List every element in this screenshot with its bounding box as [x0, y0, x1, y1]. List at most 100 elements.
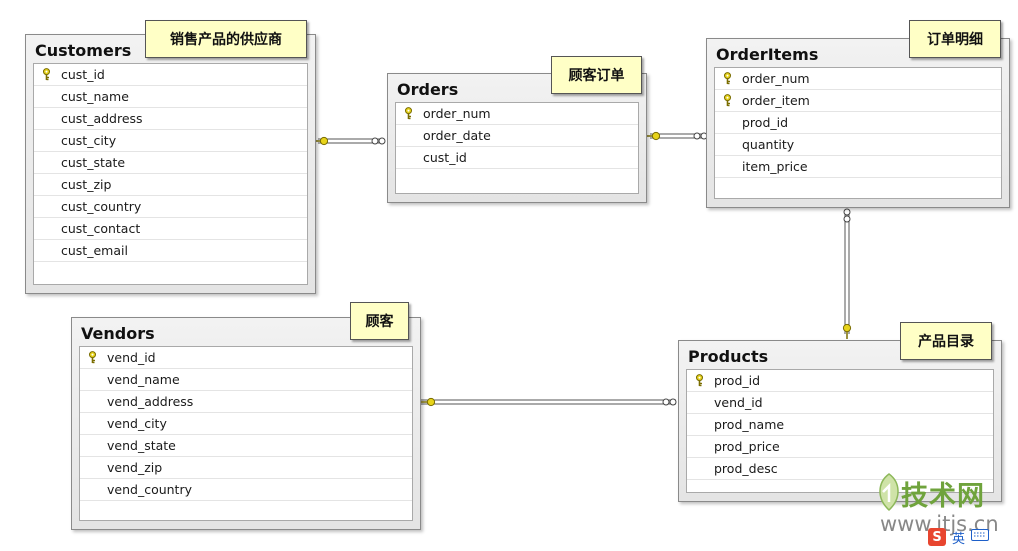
field-name: order_num	[423, 106, 491, 121]
field-row[interactable]: order_item	[715, 90, 1001, 112]
field-name: quantity	[742, 137, 795, 152]
watermark-brand: 技术网	[901, 481, 985, 512]
relationship-orders-orderitems	[645, 131, 708, 141]
field-name: cust_address	[61, 111, 143, 126]
annotation-customers: 销售产品的供应商	[145, 20, 307, 58]
field-name: vend_id	[714, 395, 763, 410]
row-selector	[34, 108, 58, 129]
field-name: prod_id	[714, 373, 761, 388]
infinity-end-icon	[843, 208, 851, 223]
field-row[interactable]: cust_state	[34, 152, 307, 174]
field-name: order_num	[742, 71, 810, 86]
row-selector	[80, 435, 104, 456]
field-row[interactable]: cust_country	[34, 196, 307, 218]
field-name: vend_city	[107, 416, 167, 431]
field-name: cust_state	[61, 155, 126, 170]
field-row[interactable]: cust_address	[34, 108, 307, 130]
row-selector	[687, 414, 711, 435]
field-row[interactable]: prod_id	[687, 370, 993, 392]
row-selector	[715, 112, 739, 133]
key-end-icon	[842, 323, 852, 339]
row-selector	[396, 125, 420, 146]
table-title: Customers	[35, 41, 132, 60]
field-name: prod_desc	[714, 461, 778, 476]
ime-indicator[interactable]: S 英	[928, 526, 990, 548]
row-selector	[80, 369, 104, 390]
infinity-end-icon	[662, 398, 677, 406]
relationship-orderitems-products	[842, 208, 852, 339]
field-name: vend_name	[107, 372, 180, 387]
field-row[interactable]: vend_address	[80, 391, 412, 413]
field-row[interactable]: vend_state	[80, 435, 412, 457]
field-row[interactable]: cust_email	[34, 240, 307, 262]
field-name: vend_state	[107, 438, 176, 453]
row-selector	[80, 391, 104, 412]
field-row[interactable]: vend_id	[80, 347, 412, 369]
key-icon	[715, 90, 739, 111]
field-row[interactable]: prod_id	[715, 112, 1001, 134]
key-icon	[715, 68, 739, 89]
field-row[interactable]: cust_id	[396, 147, 638, 169]
row-selector	[34, 240, 58, 261]
row-selector	[34, 130, 58, 151]
table-products[interactable]: Products prod_id vend_id prod_name prod_pri…	[678, 340, 1002, 502]
relationship-vendors-products	[420, 397, 677, 407]
field-name: prod_id	[742, 115, 789, 130]
field-row[interactable]: item_price	[715, 156, 1001, 178]
field-row[interactable]: prod_desc	[687, 458, 993, 480]
table-title: Vendors	[81, 324, 155, 343]
field-name: cust_city	[61, 133, 117, 148]
field-row[interactable]: vend_city	[80, 413, 412, 435]
row-selector	[34, 196, 58, 217]
row-selector	[687, 436, 711, 457]
table-title: Products	[688, 347, 769, 366]
field-row[interactable]: cust_contact	[34, 218, 307, 240]
field-row[interactable]: cust_name	[34, 86, 307, 108]
field-row[interactable]: quantity	[715, 134, 1001, 156]
field-name: order_date	[423, 128, 491, 143]
field-row[interactable]: vend_zip	[80, 457, 412, 479]
field-row[interactable]: cust_id	[34, 64, 307, 86]
field-row[interactable]: vend_id	[687, 392, 993, 414]
field-row[interactable]: vend_country	[80, 479, 412, 501]
row-selector	[80, 413, 104, 434]
field-name: prod_price	[714, 439, 780, 454]
field-row[interactable]: order_num	[396, 103, 638, 125]
annotation-products: 产品目录	[900, 322, 992, 360]
row-selector	[687, 458, 711, 479]
row-selector	[34, 152, 58, 173]
field-row[interactable]: prod_name	[687, 414, 993, 436]
field-name: vend_zip	[107, 460, 163, 475]
field-name: vend_address	[107, 394, 194, 409]
relationship-customers-orders	[314, 136, 386, 146]
annotation-orderitems: 订单明细	[909, 20, 1001, 58]
row-selector	[34, 86, 58, 107]
field-row[interactable]: order_date	[396, 125, 638, 147]
field-name: cust_id	[423, 150, 467, 165]
field-name: vend_id	[107, 350, 156, 365]
row-selector	[80, 457, 104, 478]
row-selector	[715, 156, 739, 177]
row-selector	[715, 134, 739, 155]
field-name: item_price	[742, 159, 808, 174]
field-row[interactable]: order_num	[715, 68, 1001, 90]
key-end-icon	[645, 131, 661, 141]
key-icon	[80, 347, 104, 368]
field-name: cust_name	[61, 89, 129, 104]
field-row[interactable]: prod_price	[687, 436, 993, 458]
key-end-icon	[420, 397, 436, 407]
field-row[interactable]: cust_city	[34, 130, 307, 152]
field-name: cust_email	[61, 243, 128, 258]
row-selector	[34, 218, 58, 239]
annotation-orders: 顾客订单	[551, 56, 642, 94]
keyboard-icon	[971, 529, 990, 545]
field-row[interactable]: cust_zip	[34, 174, 307, 196]
annotation-vendors: 顾客	[350, 302, 409, 340]
field-row[interactable]: vend_name	[80, 369, 412, 391]
